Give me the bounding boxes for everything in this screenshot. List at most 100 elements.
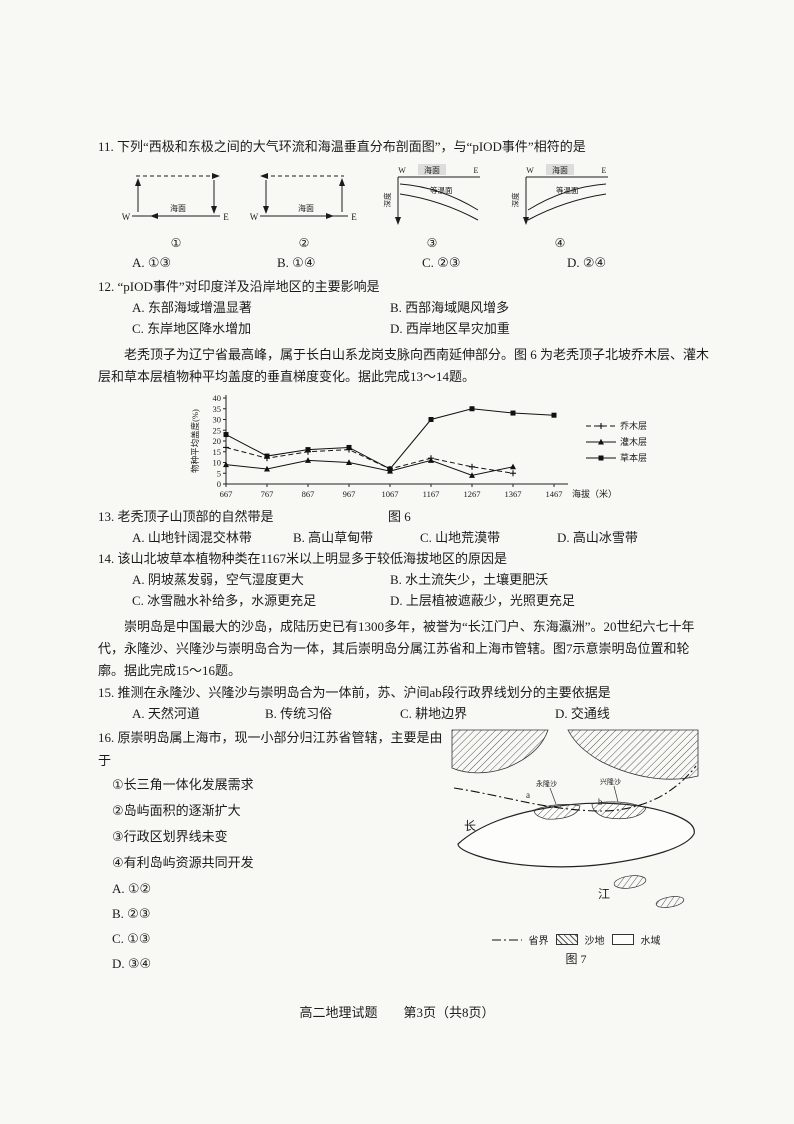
diagram-4-number: ④: [554, 236, 566, 250]
q13-options: A. 山地针阔混交林带 B. 高山草甸带 C. 山地荒漠带 D. 高山冰雪带: [98, 527, 712, 548]
q13-stem-line: 13. 老秃顶子山顶部的自然带是 图 6: [98, 506, 712, 527]
east-label: E: [602, 166, 607, 175]
svg-text:767: 767: [261, 489, 274, 499]
svg-text:海拔（米）: 海拔（米）: [572, 488, 617, 499]
q11-diagram-1: W E 海面 ①: [116, 162, 236, 250]
svg-text:1167: 1167: [423, 489, 440, 499]
yangtze-char-chang: 长: [464, 819, 476, 833]
q12-options: A. 东部海域增温显著 B. 西部海域飓风增多 C. 东岸地区降水增加 D. 西…: [98, 297, 712, 339]
q16-block: 16. 原崇明岛属上海市，现一小部分归江苏省管辖，主要是由于 ①长三角一体化发展…: [98, 726, 712, 976]
q16-stem: 16. 原崇明岛属上海市，现一小部分归江苏省管辖，主要是由于: [98, 730, 443, 768]
svg-text:30: 30: [213, 415, 222, 425]
xinglongsha-leader-line: [613, 785, 619, 803]
west-label: W: [398, 166, 406, 175]
figure6-caption: 图 6: [388, 509, 411, 524]
q13-option-a: A. 山地针阔混交林带: [132, 530, 252, 545]
svg-text:20: 20: [213, 436, 222, 446]
svg-text:867: 867: [302, 489, 315, 499]
q11-stem: 11. 下列“西极和东极之间的大气环流和海温垂直分布剖面图”，与“pIOD事件”…: [98, 139, 586, 154]
svg-text:15: 15: [213, 447, 222, 457]
q12-option-a: A. 东部海域增温显著: [132, 300, 252, 315]
sea-surface-label: 海面: [170, 203, 186, 213]
svg-text:10: 10: [213, 458, 222, 468]
temperature-profile-diagram-4: W 海面 E 深度 等温面: [510, 164, 608, 225]
q16-option-d: D. ③④: [112, 956, 152, 971]
diagram-2-number: ②: [298, 236, 310, 250]
water-swatch: [611, 934, 634, 945]
q15-option-d: D. 交通线: [555, 706, 610, 721]
q13-stem: 13. 老秃顶子山顶部的自然带是: [98, 509, 274, 524]
q16-item-4: ④有利岛屿资源共同开发: [112, 855, 254, 870]
province-boundary-line: [453, 765, 697, 812]
q11-diagram-4: W 海面 E 深度 等温面 ④: [500, 162, 620, 250]
yonglongsha-label: 永隆沙: [536, 779, 557, 788]
yonglongsha-sand-patch: [533, 804, 581, 820]
q13-option-c: C. 山地荒漠带: [420, 530, 501, 545]
svg-text:25: 25: [213, 425, 222, 435]
svg-text:1067: 1067: [382, 489, 399, 499]
svg-text:乔木层: 乔木层: [620, 420, 647, 431]
q16-item-2: ②岛屿面积的逐渐扩大: [112, 803, 241, 818]
q14-options: A. 阴坡蒸发弱，空气湿度更大 B. 水土流失少，土壤更肥沃 C. 冰雪融水补给…: [98, 569, 712, 611]
south-channel-islet-2: [655, 896, 685, 908]
diagram-3-number: ③: [426, 236, 438, 250]
east-label: E: [474, 166, 479, 175]
svg-text:草本层: 草本层: [620, 452, 647, 463]
svg-text:1367: 1367: [505, 489, 522, 499]
q14-stem: 14. 该山北坡草本植物种类在1167米以上明显多于较低海拔地区的原因是: [98, 551, 508, 566]
sea-surface-label: 海面: [424, 165, 440, 175]
isotherm-label: 等温面: [430, 185, 453, 195]
circulation-diagram-2: W E 海面: [250, 173, 357, 222]
north-bank-west-sand: [451, 729, 549, 774]
q16-option-c: C. ①③: [112, 931, 151, 946]
svg-text:0: 0: [217, 479, 221, 489]
passage-laotudingzi: 老秃顶子为辽宁省最高峰，属于长白山系龙岗支脉向西南延伸部分。图 6 为老秃顶子北…: [98, 347, 710, 384]
west-label: W: [250, 212, 259, 222]
q16-option-a: A. ①②: [112, 881, 152, 896]
svg-text:灌木层: 灌木层: [620, 436, 647, 447]
south-channel-islet-1: [613, 875, 647, 889]
west-label: W: [122, 212, 131, 222]
sea-surface-label: 海面: [552, 165, 568, 175]
q14-option-b: B. 水土流失少，土壤更肥沃: [390, 572, 549, 587]
q12-option-b: B. 西部海域飓风增多: [390, 300, 510, 315]
temperature-profile-diagram-3: W 海面 E 深度 等温面: [382, 164, 480, 225]
figure7-legend: 省界 沙地 水域: [450, 932, 702, 947]
q11-option-d: D. ②④: [567, 255, 607, 270]
q11-option-a: A. ①③: [132, 255, 172, 270]
figure7-block: 永隆沙 兴隆沙 a b 长 江 省界 沙地 水: [450, 726, 702, 976]
q13-option-d: D. 高山冰雪带: [557, 530, 638, 545]
q16-text-column: 16. 原崇明岛属上海市，现一小部分归江苏省管辖，主要是由于 ①长三角一体化发展…: [98, 726, 450, 976]
q11-diagram-2: W E 海面 ②: [244, 162, 364, 250]
depth-axis-label: 深度: [510, 192, 520, 207]
svg-text:1467: 1467: [546, 489, 563, 499]
legend-sand-label: 沙地: [584, 936, 605, 947]
chongming-island-map: 永隆沙 兴隆沙 a b 长 江: [451, 729, 699, 908]
legend-boundary-label: 省界: [528, 936, 549, 947]
xinglongsha-label: 兴隆沙: [600, 777, 621, 786]
q15-stem: 15. 推测在永隆沙、兴隆沙与崇明岛合为一体前，苏、沪间ab段行政界线划分的主要…: [98, 685, 611, 700]
svg-text:物种平均盖度(%): 物种平均盖度(%): [190, 409, 200, 473]
svg-text:967: 967: [343, 489, 356, 499]
q13-option-b: B. 高山草甸带: [293, 530, 374, 545]
diagram-1-number: ①: [170, 236, 182, 250]
yonglongsha-leader-line: [549, 787, 557, 805]
north-bank-east-sand: [567, 729, 699, 780]
legend-water-label: 水域: [640, 936, 661, 947]
yangtze-char-jiang: 江: [598, 887, 610, 901]
q12-option-c: C. 东岸地区降水增加: [132, 321, 252, 336]
q11-option-b: B. ①④: [277, 255, 316, 270]
isotherm-label: 等温面: [556, 185, 579, 195]
svg-text:35: 35: [213, 404, 222, 414]
east-label: E: [351, 212, 357, 222]
figure7-caption: 图 7: [565, 952, 587, 966]
q16-item-3: ③行政区划界线未变: [112, 829, 228, 844]
q11-options: A. ①③ B. ①④ C. ②③ D. ②④: [98, 252, 712, 273]
q15-options: A. 天然河道 B. 传统习俗 C. 耕地边界 D. 交通线: [98, 703, 712, 724]
point-a-label: a: [526, 790, 530, 800]
sea-surface-label: 海面: [298, 203, 314, 213]
svg-text:5: 5: [217, 468, 221, 478]
